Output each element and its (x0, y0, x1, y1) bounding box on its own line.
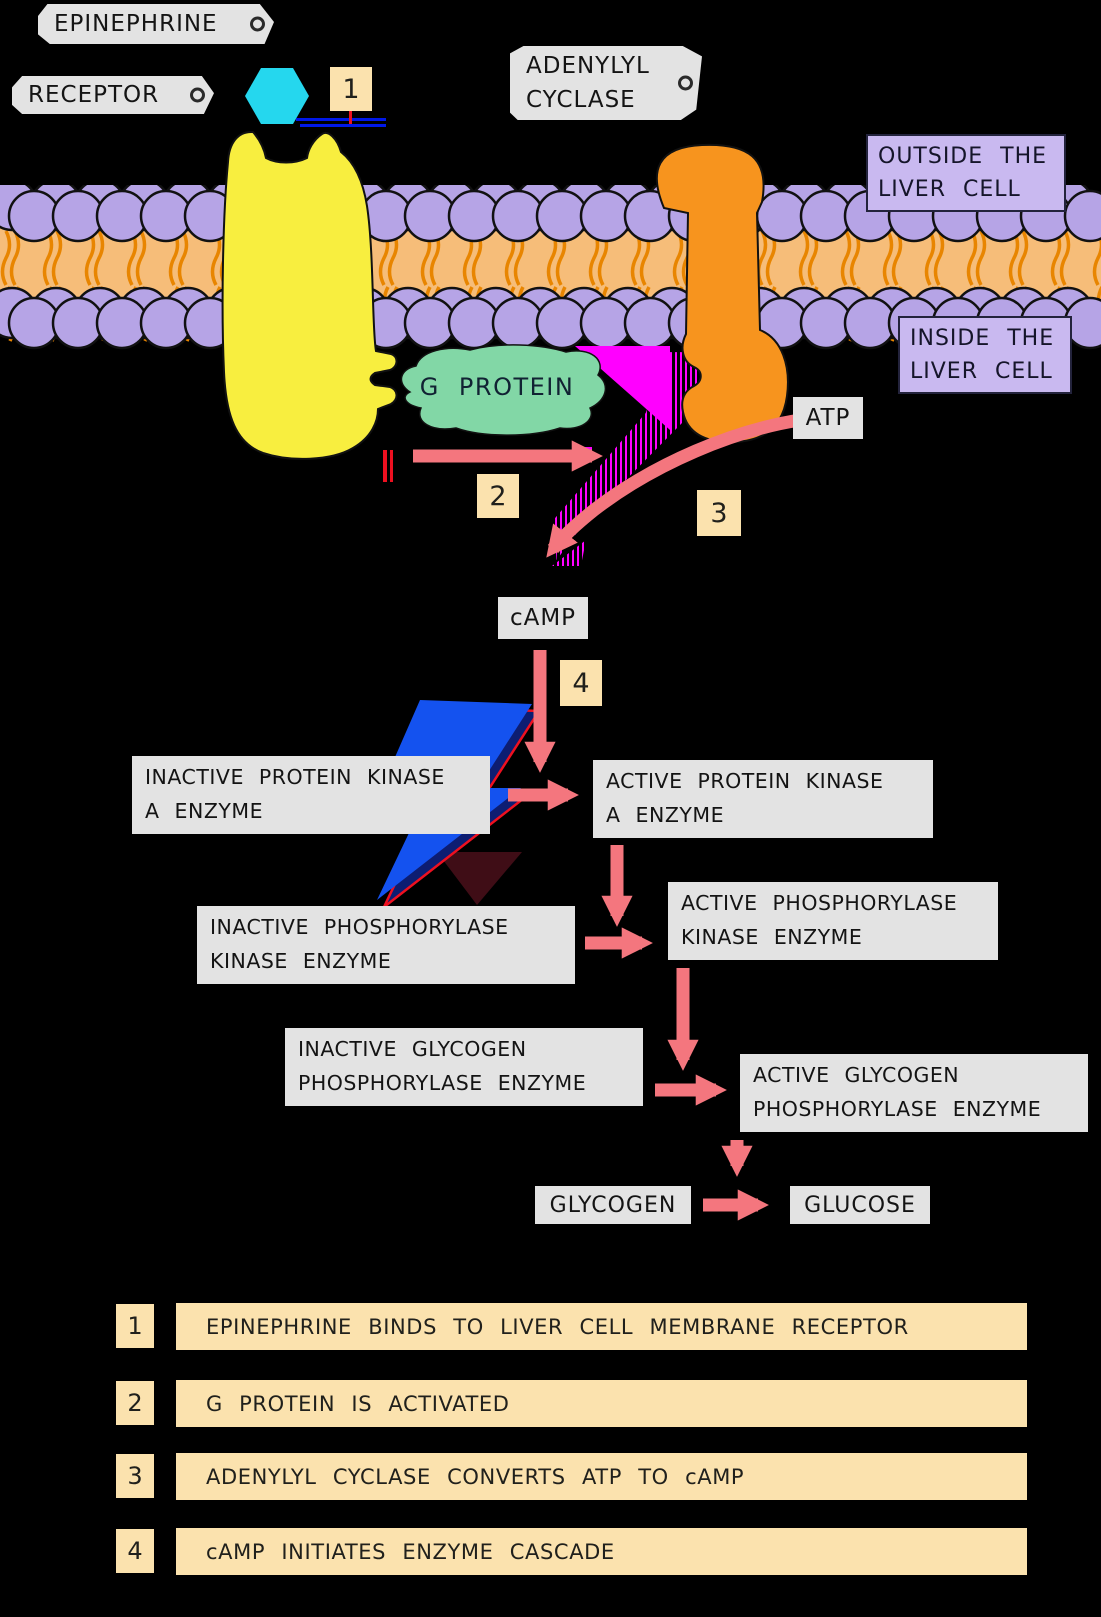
outside-cell-line1: OUTSIDE THE (878, 144, 1048, 169)
tag-hole-icon (190, 87, 205, 103)
step-1-number: 1 (342, 73, 360, 105)
box-line1: ACTIVE PROTEIN KINASE (606, 769, 884, 793)
inactive-phosphorylase-kinase-box: INACTIVE PHOSPHORYLASE KINASE ENZYME (197, 906, 575, 984)
step-4-badge: 4 (560, 660, 602, 706)
step-1-badge: 1 (330, 67, 372, 111)
receptor-protein (221, 130, 398, 460)
box-line1: ACTIVE GLYCOGEN (753, 1063, 960, 1087)
box-line1: INACTIVE PROTEIN KINASE (145, 765, 445, 789)
legend-step-4-text: cAMP INITIATES ENZYME CASCADE (176, 1528, 1027, 1575)
legend-step-3-badge: 3 (116, 1454, 154, 1498)
active-protein-kinase-box: ACTIVE PROTEIN KINASE A ENZYME (593, 760, 933, 838)
glycogen-box: GLYCOGEN (535, 1186, 691, 1224)
epinephrine-tag-label: EPINEPHRINE (54, 11, 218, 37)
camp-label: cAMP (498, 597, 588, 639)
adenylyl-cyclase-tag: ADENYLYL CYCLASE (510, 46, 702, 120)
box-line2: PHOSPHORYLASE ENZYME (298, 1070, 587, 1095)
g-protein: G PROTEIN (400, 344, 607, 436)
outside-cell-label: OUTSIDE THE LIVER CELL (866, 134, 1066, 212)
camp-text: cAMP (509, 605, 577, 631)
legend-step-2-text: G PROTEIN IS ACTIVATED (176, 1380, 1027, 1427)
box-line2: PHOSPHORYLASE ENZYME (753, 1096, 1042, 1121)
artifact-red-tick (349, 104, 352, 124)
artifact-blue-line (296, 118, 386, 121)
g-protein-label: G PROTEIN (420, 373, 575, 401)
box-line2: A ENZYME (145, 798, 264, 823)
tag-hole-icon (678, 75, 693, 91)
adenylyl-cyclase-protein (655, 143, 789, 444)
inside-cell-label: INSIDE THE LIVER CELL (898, 316, 1072, 394)
receptor-tag-label: RECEPTOR (28, 82, 160, 108)
adenylyl-cyclase-tag-line2: CYCLASE (526, 87, 636, 113)
step-3-badge: 3 (697, 490, 741, 536)
active-glycogen-phosphorylase-box: ACTIVE GLYCOGEN PHOSPHORYLASE ENZYME (740, 1054, 1088, 1132)
glucose-box: GLUCOSE (790, 1186, 930, 1224)
legend-step-1-badge: 1 (116, 1304, 154, 1348)
box-line1: INACTIVE GLYCOGEN (298, 1037, 527, 1061)
artifact-magenta-dash (576, 447, 592, 453)
step-3-number: 3 (710, 497, 728, 529)
box-line2: KINASE ENZYME (210, 948, 392, 973)
active-phosphorylase-kinase-box: ACTIVE PHOSPHORYLASE KINASE ENZYME (668, 882, 998, 960)
atp-text: ATP (805, 405, 851, 431)
box-line1: ACTIVE PHOSPHORYLASE (681, 891, 958, 915)
tag-hole-icon (250, 16, 265, 32)
artifact-blue-line (300, 124, 386, 127)
box-line2: A ENZYME (606, 802, 725, 827)
epinephrine-molecule (245, 68, 309, 124)
outside-cell-line2: LIVER CELL (878, 177, 1021, 202)
step-2-number: 2 (489, 480, 507, 512)
legend-step-1-text: EPINEPHRINE BINDS TO LIVER CELL MEMBRANE… (176, 1303, 1027, 1350)
atp-label: ATP (793, 397, 863, 439)
glucose-text: GLUCOSE (804, 1192, 916, 1218)
epinephrine-tag: EPINEPHRINE (38, 4, 274, 44)
inactive-glycogen-phosphorylase-box: INACTIVE GLYCOGEN PHOSPHORYLASE ENZYME (285, 1028, 643, 1106)
inside-cell-line2: LIVER CELL (910, 359, 1053, 384)
box-line1: INACTIVE PHOSPHORYLASE (210, 915, 509, 939)
inactive-protein-kinase-box: INACTIVE PROTEIN KINASE A ENZYME (132, 756, 490, 834)
step-4-number: 4 (572, 667, 590, 699)
legend-step-3-text: ADENYLYL CYCLASE CONVERTS ATP TO cAMP (176, 1453, 1027, 1500)
adenylyl-cyclase-tag-line1: ADENYLYL (526, 52, 650, 79)
artifact-red-line (383, 450, 387, 482)
legend-step-2-badge: 2 (116, 1381, 154, 1425)
receptor-tag: RECEPTOR (12, 76, 214, 114)
glycogen-text: GLYCOGEN (549, 1192, 677, 1218)
inside-cell-line1: INSIDE THE (910, 326, 1055, 351)
box-line2: KINASE ENZYME (681, 924, 863, 949)
artifact-red-line (390, 450, 393, 482)
bolt-shadow-dark (437, 852, 522, 905)
step-2-badge: 2 (477, 474, 519, 518)
legend-step-4-badge: 4 (116, 1529, 154, 1573)
